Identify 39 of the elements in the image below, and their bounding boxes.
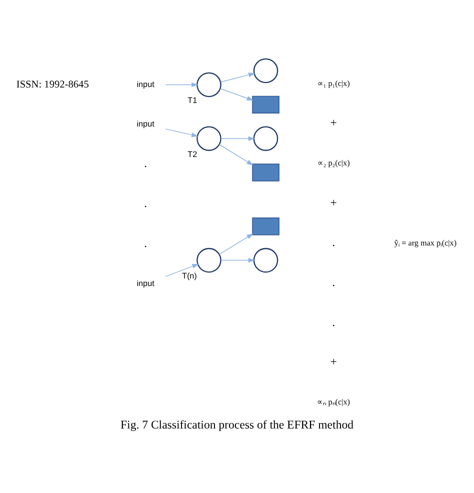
arrow — [220, 72, 256, 82]
arrow — [220, 88, 254, 100]
label: + — [330, 354, 337, 368]
node-circle — [253, 247, 278, 272]
arrow — [218, 144, 254, 165]
arrow — [218, 233, 254, 254]
node-label: T2 — [188, 149, 198, 158]
label: + — [330, 194, 337, 209]
node-label: T1 — [188, 96, 198, 105]
label: . — [332, 274, 336, 288]
node-text: input — [136, 79, 154, 88]
node-circle — [196, 247, 222, 272]
node-box — [252, 217, 280, 235]
node-circle — [196, 126, 222, 150]
arrow — [220, 136, 255, 140]
arrow — [165, 82, 198, 87]
node-circle — [253, 126, 278, 150]
arrow — [220, 257, 255, 262]
label: . — [332, 234, 336, 249]
arrow — [165, 263, 199, 276]
node-circle — [196, 72, 222, 97]
label: ∝ₙ pₙ(c|x) — [317, 397, 350, 406]
arrow — [165, 128, 198, 137]
label: ŷᵢ = arg max pᵢ(c|x) — [394, 238, 457, 247]
caption: Fig. 7 Classification process of the EFRF method — [120, 416, 354, 431]
label: . — [144, 235, 148, 250]
node-text: input — [136, 119, 154, 128]
node-box — [252, 95, 280, 114]
label: . — [144, 196, 148, 210]
label: ISSN: 1992-8645 — [16, 78, 89, 90]
node-label: T(n) — [182, 271, 197, 280]
node-box — [252, 163, 280, 181]
label: . — [332, 314, 336, 328]
label: ∝₁ p₁(c|x) — [317, 78, 350, 88]
node-circle — [253, 58, 278, 83]
label: + — [330, 115, 337, 130]
label: ∝₂ p₂(c|x) — [317, 158, 350, 168]
label: . — [144, 156, 148, 170]
node-text: input — [136, 278, 154, 288]
